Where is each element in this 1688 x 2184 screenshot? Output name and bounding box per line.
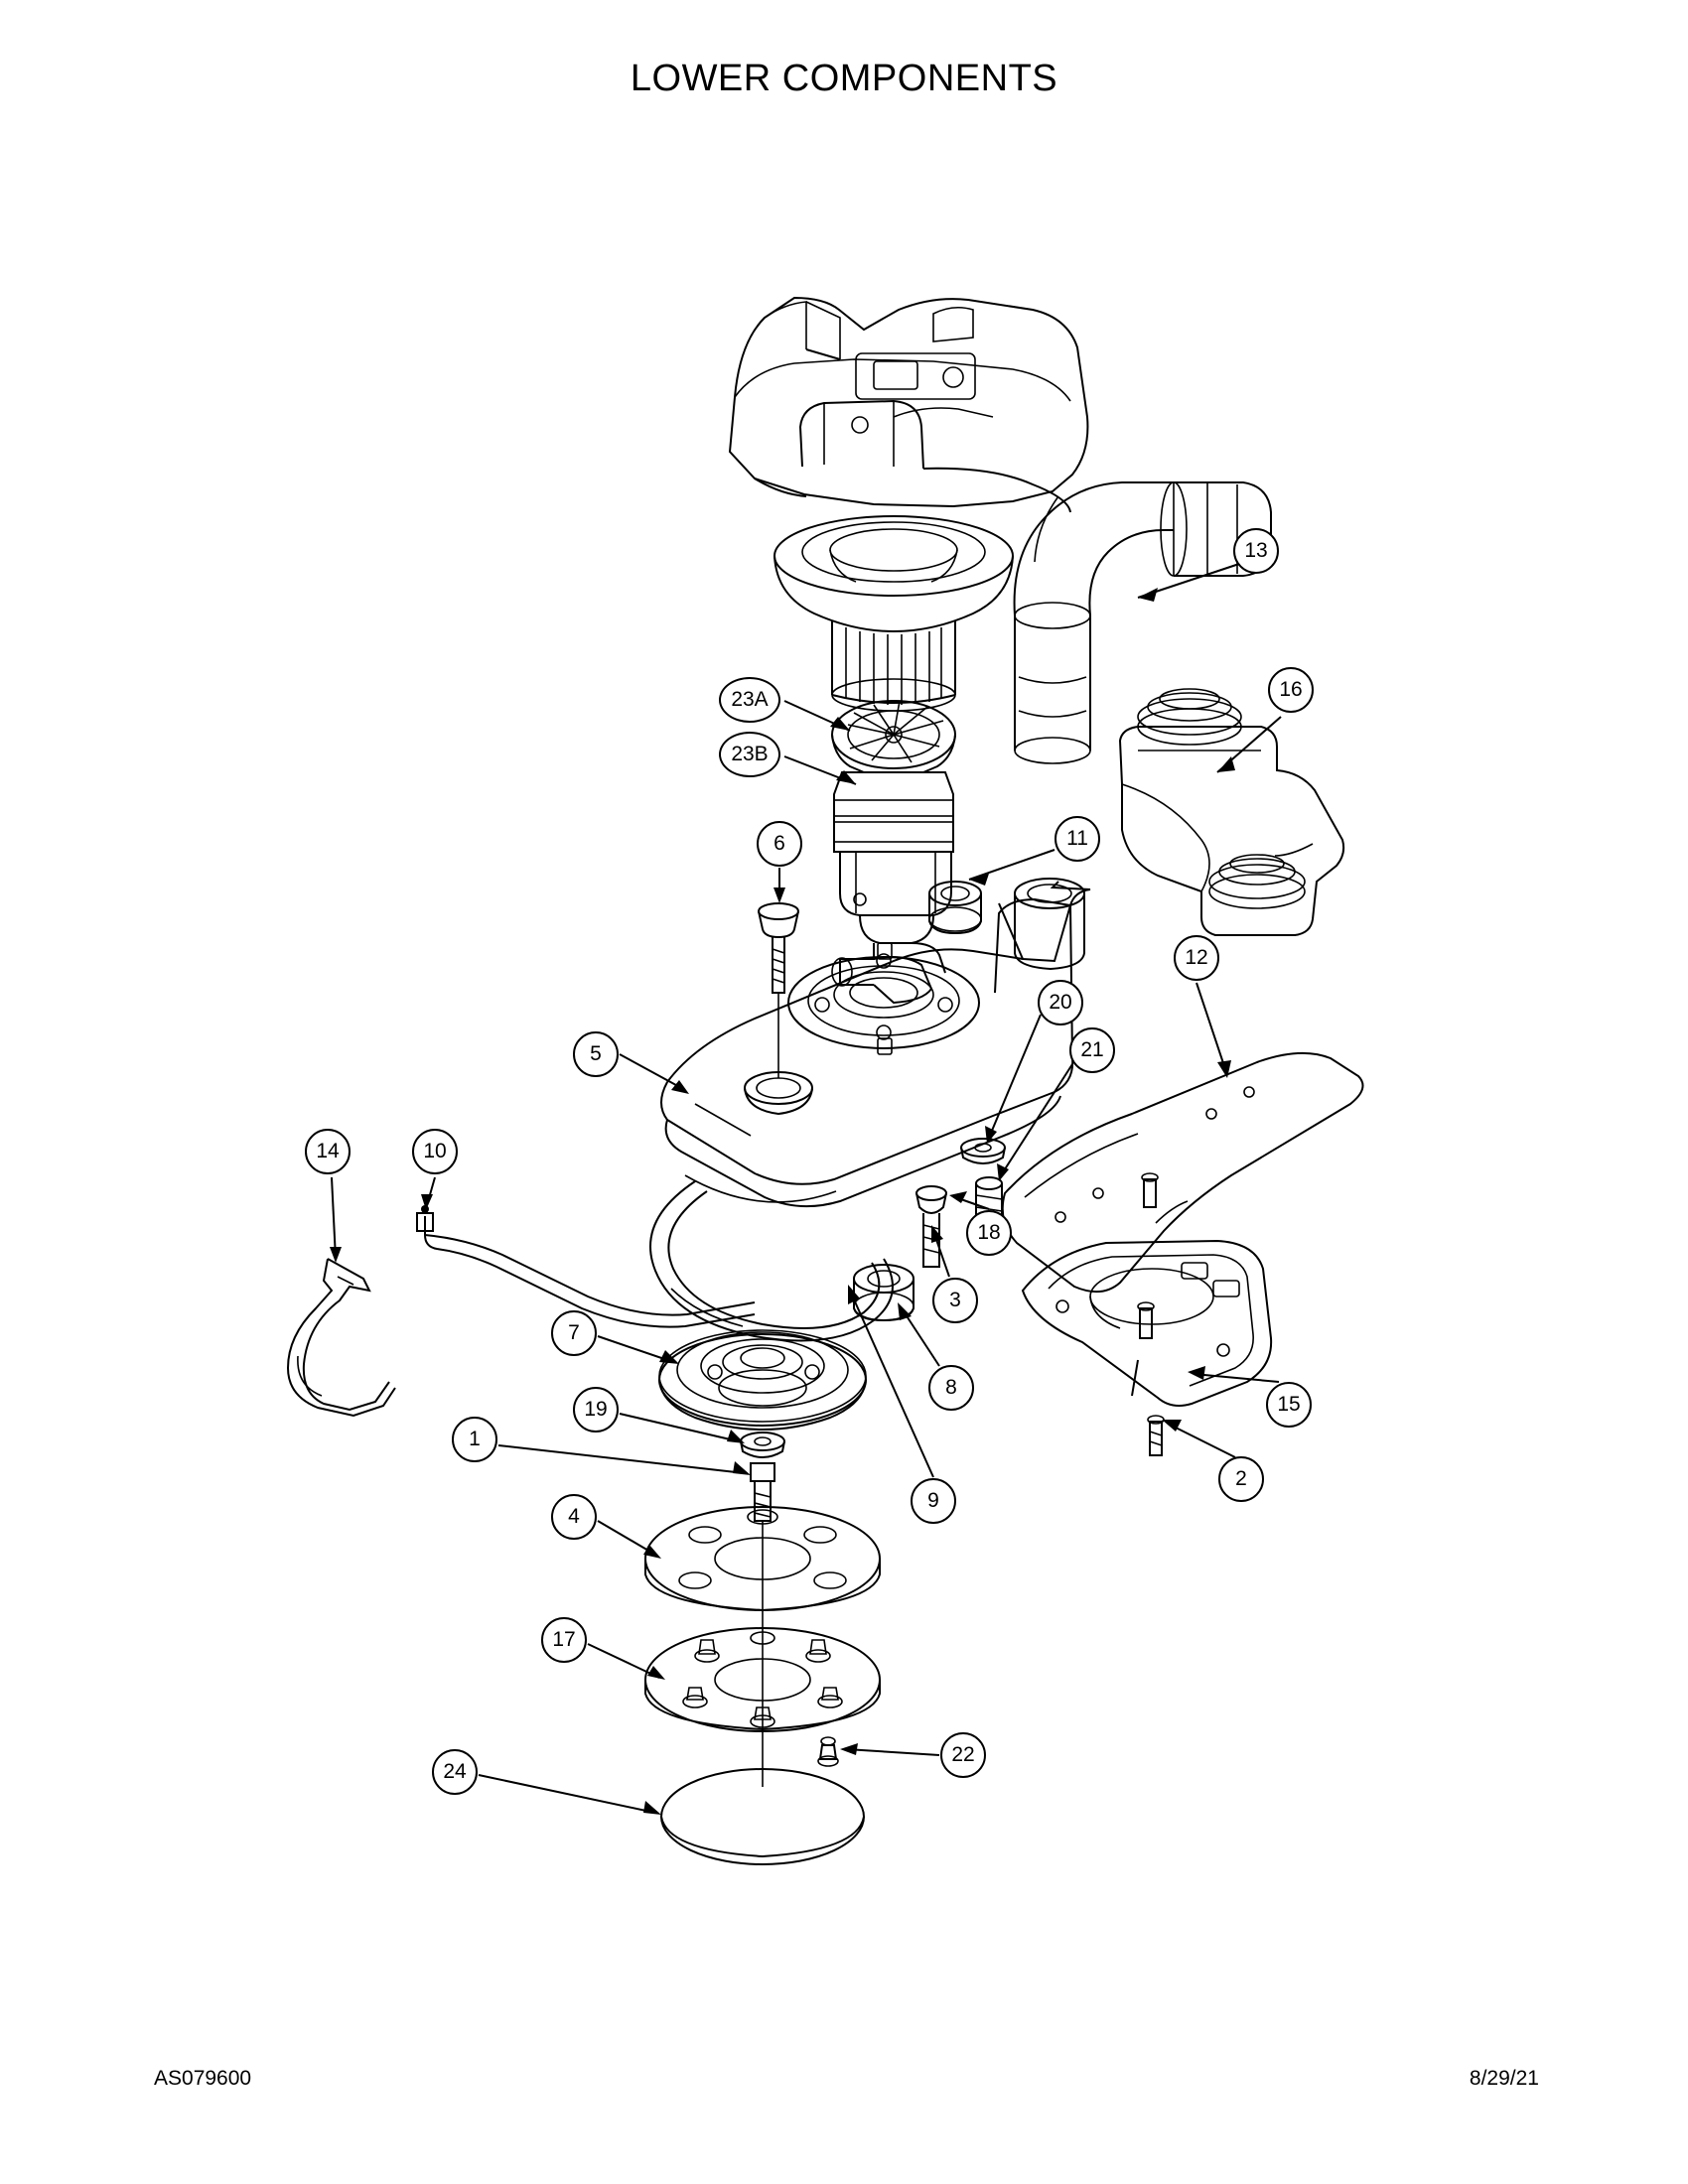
screw-2 <box>1147 1415 1165 1456</box>
callout-3[interactable]: 3 <box>932 1278 978 1323</box>
callout-13[interactable]: 13 <box>1233 528 1279 574</box>
drive-belt-9 <box>649 1180 894 1342</box>
callout-23B[interactable]: 23B <box>719 732 780 777</box>
recovery-housing-16 <box>1118 688 1345 936</box>
bolt-6 <box>758 902 799 1078</box>
callout-7[interactable]: 7 <box>551 1310 597 1356</box>
cover-plate-12 <box>1001 1051 1364 1294</box>
callout-23A[interactable]: 23A <box>719 677 780 723</box>
callout-17[interactable]: 17 <box>541 1617 587 1663</box>
callout-15[interactable]: 15 <box>1266 1382 1312 1428</box>
callout-label: 5 <box>590 1042 602 1065</box>
motor-body-23B <box>831 771 954 1005</box>
blower-housing <box>774 515 1014 712</box>
callout-label: 7 <box>568 1321 580 1344</box>
callout-16[interactable]: 16 <box>1268 667 1314 713</box>
hub-flange-4 <box>644 1506 881 1612</box>
callout-label: 6 <box>774 832 785 855</box>
callout-label: 20 <box>1049 991 1072 1014</box>
callout-label: 13 <box>1244 539 1268 562</box>
callout-label: 1 <box>469 1428 481 1450</box>
elbow-hose-13 <box>1013 481 1272 764</box>
pad-disc-24 <box>660 1768 865 1865</box>
clip-bracket-14 <box>286 1258 396 1418</box>
stud-22 <box>817 1736 839 1767</box>
callout-label: 12 <box>1185 946 1208 969</box>
callout-label: 22 <box>951 1743 975 1766</box>
pulley-7 <box>658 1329 867 1431</box>
callout-label: 23B <box>731 743 769 765</box>
callout-19[interactable]: 19 <box>573 1387 619 1433</box>
callout-label: 18 <box>977 1221 1001 1244</box>
callout-label: 9 <box>927 1489 939 1512</box>
screw-12-lower <box>1137 1172 1159 1339</box>
base-housing-5 <box>660 878 1091 1208</box>
motor-top-housing <box>728 296 1089 513</box>
drive-plate-17 <box>644 1627 881 1732</box>
washer-20 <box>960 1138 1006 1165</box>
callout-1[interactable]: 1 <box>452 1417 497 1462</box>
fan-impeller-23A <box>831 700 956 773</box>
callout-5[interactable]: 5 <box>573 1031 619 1077</box>
callout-21[interactable]: 21 <box>1069 1027 1115 1073</box>
callout-24[interactable]: 24 <box>432 1749 478 1795</box>
callout-10[interactable]: 10 <box>412 1129 458 1174</box>
callout-9[interactable]: 9 <box>911 1478 956 1524</box>
bracket-frame-15 <box>1021 1239 1273 1407</box>
callout-label: 14 <box>316 1140 340 1162</box>
callout-6[interactable]: 6 <box>757 821 802 867</box>
callout-2[interactable]: 2 <box>1218 1456 1264 1502</box>
callout-label: 23A <box>731 688 769 711</box>
callout-18[interactable]: 18 <box>966 1210 1012 1256</box>
drive-plate-studs <box>682 1631 843 1728</box>
callout-12[interactable]: 12 <box>1174 935 1219 981</box>
washer-19 <box>740 1432 785 1459</box>
callout-11[interactable]: 11 <box>1055 816 1100 862</box>
callout-label: 16 <box>1279 678 1303 701</box>
callout-label: 24 <box>443 1760 467 1783</box>
page-title: LOWER COMPONENTS <box>630 58 1058 99</box>
callout-label: 19 <box>584 1398 608 1421</box>
grommet-11 <box>928 881 982 935</box>
bearing-8 <box>853 1264 914 1322</box>
leader-lines <box>330 563 1282 1815</box>
cable-harness-10 <box>416 1205 756 1328</box>
callout-label: 21 <box>1080 1038 1104 1061</box>
callout-label: 11 <box>1066 827 1088 850</box>
callout-20[interactable]: 20 <box>1038 980 1083 1025</box>
callout-14[interactable]: 14 <box>305 1129 351 1174</box>
callout-22[interactable]: 22 <box>940 1732 986 1778</box>
callout-label: 4 <box>568 1505 580 1528</box>
document-number: AS079600 <box>154 2067 252 2090</box>
revision-date: 8/29/21 <box>1469 2067 1539 2090</box>
callout-label: 8 <box>945 1376 957 1399</box>
callout-label: 2 <box>1235 1467 1247 1490</box>
callout-label: 15 <box>1277 1393 1301 1416</box>
callout-label: 17 <box>552 1628 576 1651</box>
callout-label: 3 <box>949 1289 961 1311</box>
callout-label: 10 <box>423 1140 447 1162</box>
callout-8[interactable]: 8 <box>928 1365 974 1411</box>
callout-4[interactable]: 4 <box>551 1494 597 1540</box>
